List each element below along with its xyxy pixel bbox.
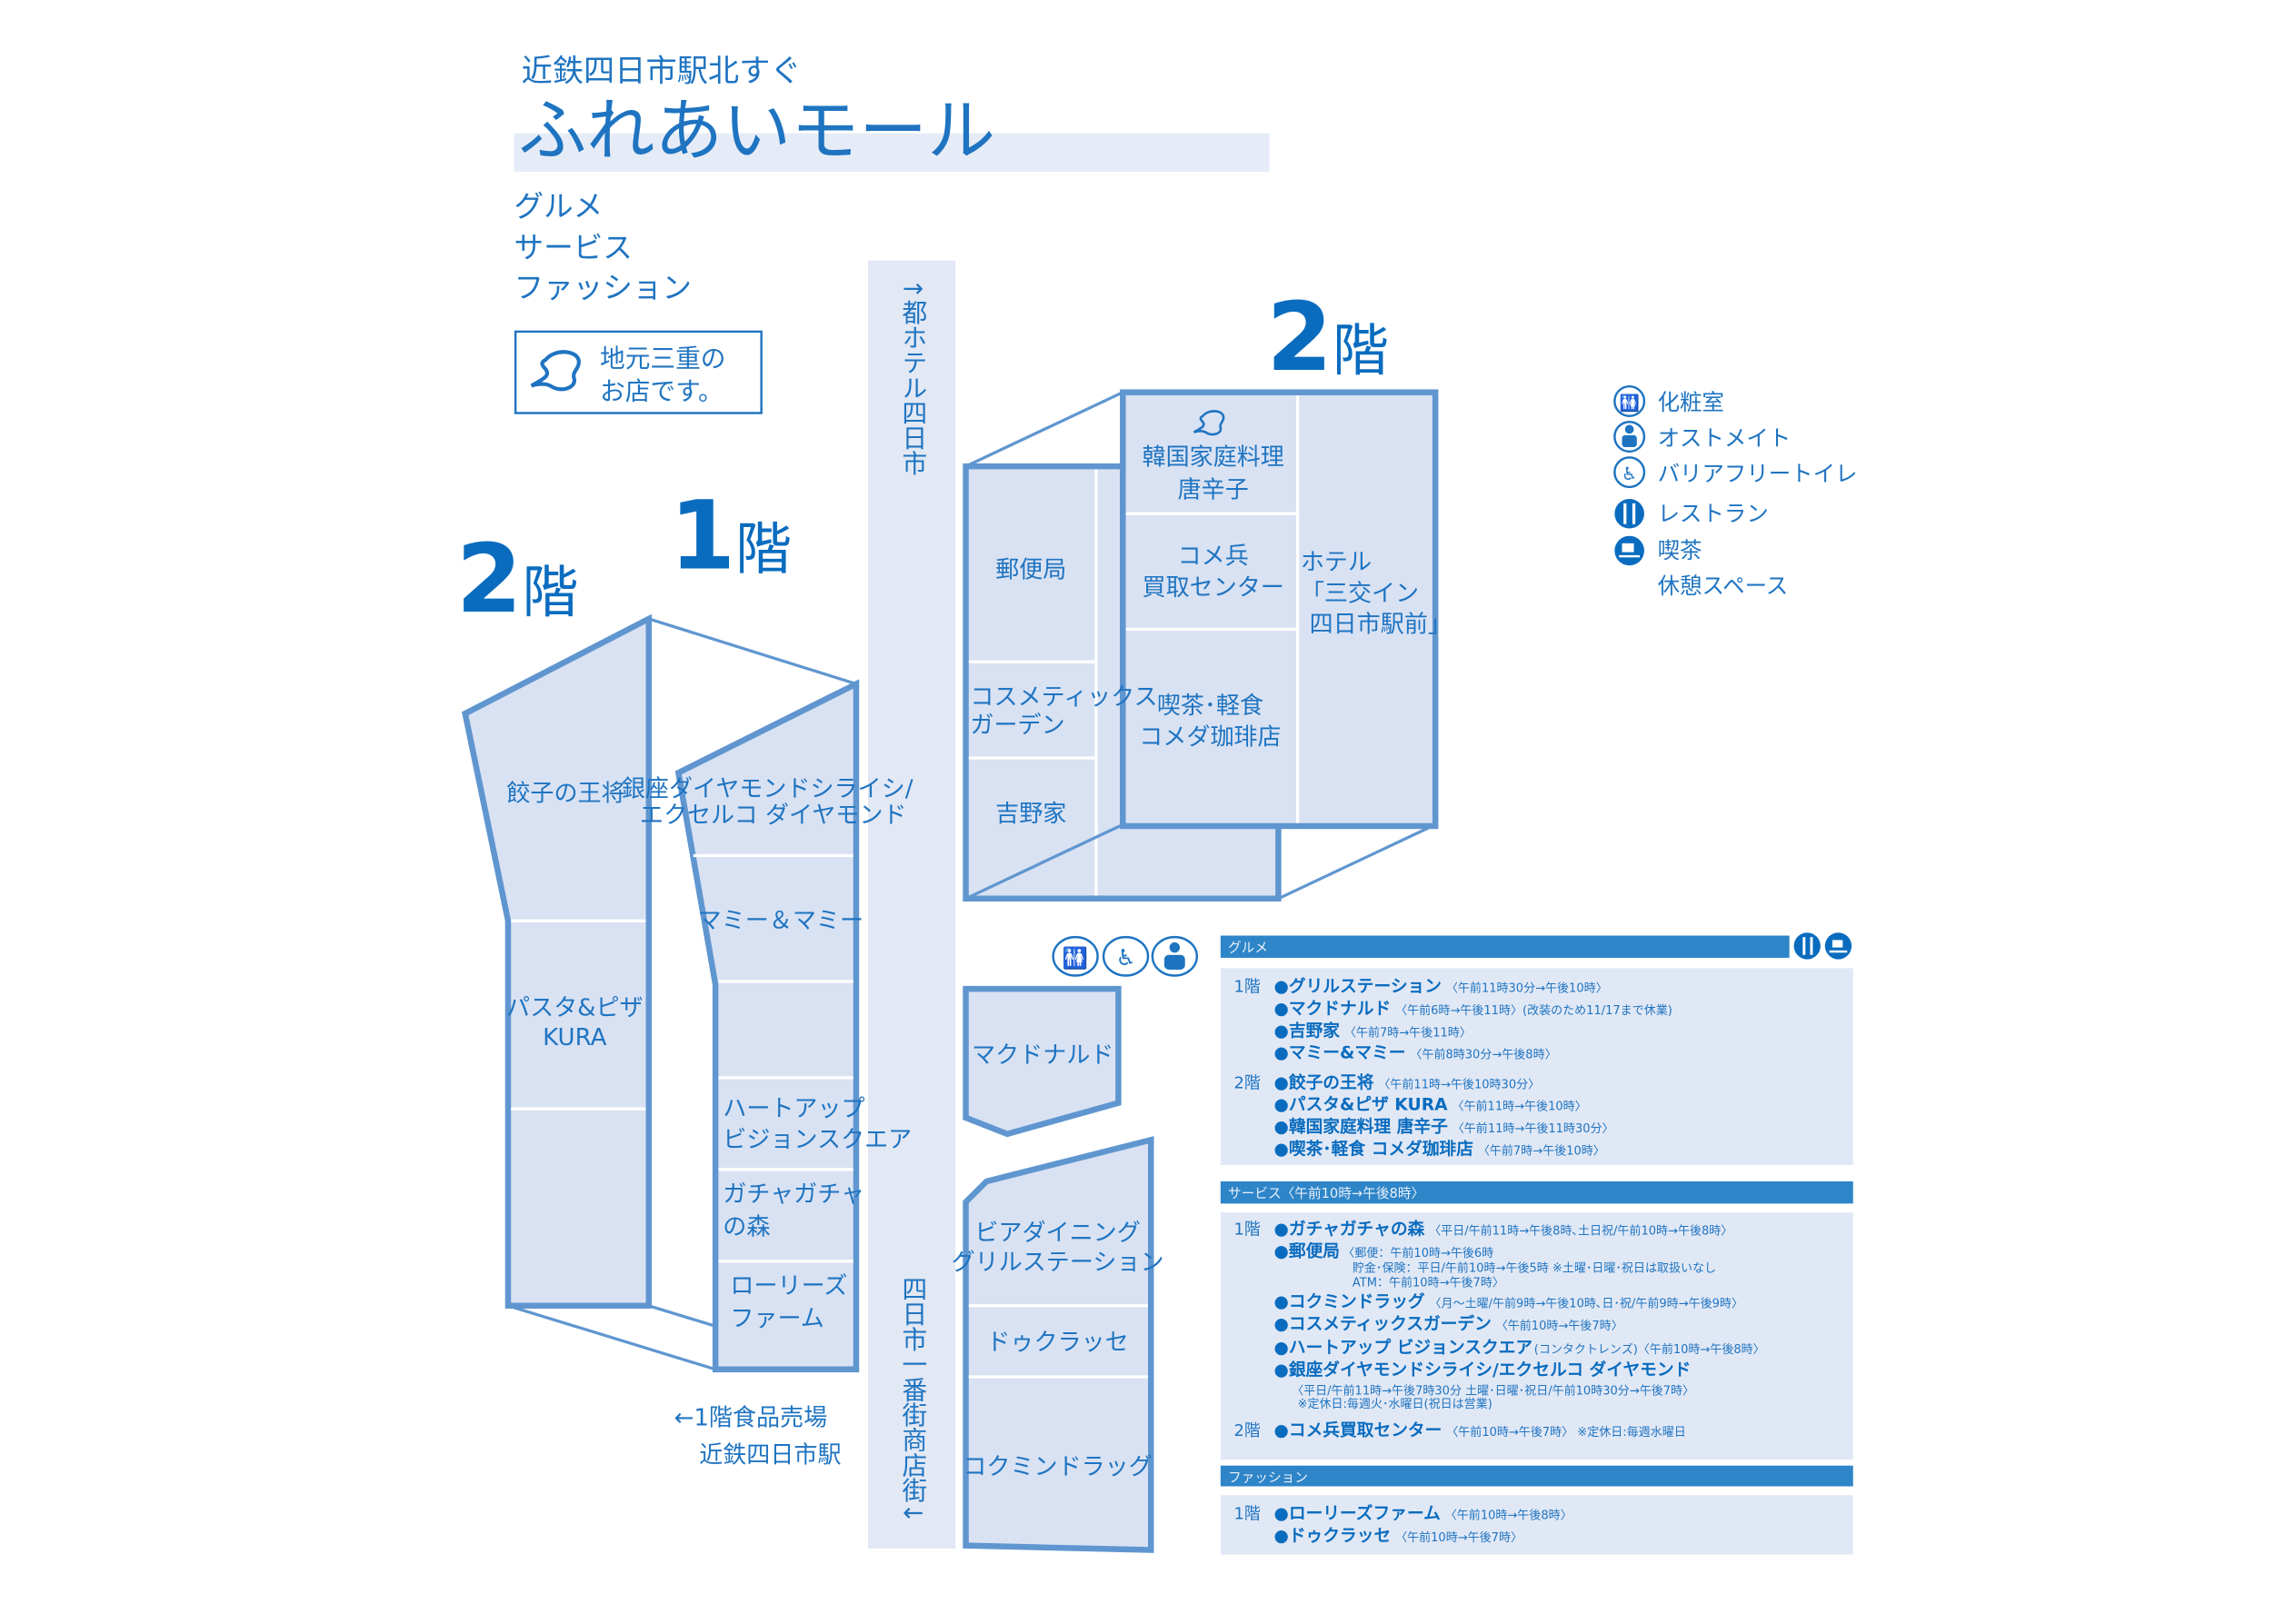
shop-yoshinoya[interactable]: 吉野家 xyxy=(995,801,1066,828)
shop-douxclasse[interactable]: ドゥクラッセ xyxy=(986,1330,1128,1357)
road-north-label: ↑都ホテル四日市 xyxy=(897,278,927,475)
svg-text:🚻: 🚻 xyxy=(1063,946,1088,971)
right-2f-front-block xyxy=(1120,389,1439,830)
right-1f-south-block xyxy=(963,1136,1154,1553)
page-title: ふれあいモール xyxy=(518,90,995,170)
legend: 🚻 化粧室 オストメイト ♿ バリアフリートイレ レストラン 喫茶 休憩スペース xyxy=(1613,384,1858,599)
floor-label: 1階 xyxy=(1234,977,1261,996)
list-item[interactable]: ●コメ兵買取センター〈午前10時→午後7時〉 ※定休日:毎週水曜日 xyxy=(1274,1421,1686,1440)
shop-gachagacha[interactable]: ガチャガチャの森 xyxy=(723,1181,864,1241)
floor-label-1f: 1階 xyxy=(670,481,793,592)
list-item[interactable]: ●コスメティックスガーデン〈午前10時→午後7時〉 xyxy=(1274,1314,1623,1334)
list-item[interactable]: ●ドゥクラッセ〈午前10時→午後7時〉 xyxy=(1274,1527,1522,1546)
list-item[interactable]: ●銀座ダイヤモンドシライシ/エクセルコ ダイヤモンド xyxy=(1274,1360,1692,1380)
local-note-box xyxy=(514,330,763,414)
legend-label: 喫茶 xyxy=(1658,537,1702,563)
list-item[interactable]: ●コクミンドラッグ〈月～土曜/午前9時→午後10時､日･祝/午前9時→午後9時〉 xyxy=(1274,1291,1743,1311)
ostomate-facility-icon xyxy=(1151,935,1199,977)
list-item-note: 貯金･保険：平日/午前10時→午後5時 ※土曜･日曜･祝日は取扱いなし xyxy=(1353,1260,1716,1275)
shop-gyoza-ohsho[interactable]: 餃子の王将 xyxy=(506,780,624,807)
shop-mammy[interactable]: マミー＆マミー xyxy=(698,907,863,934)
shop-grill-station[interactable]: ビアダイニンググリルステーション xyxy=(952,1220,1164,1277)
list-item[interactable]: ●ハートアップ ビジョンスクエア(コンタクトレンズ)〈午前10時→午後8時〉 xyxy=(1274,1338,1765,1358)
ostomate-icon xyxy=(1613,421,1646,453)
shop-komehyo[interactable]: コメ兵買取センター xyxy=(1143,543,1284,602)
section-title: サービス〈午前10時→午後8時〉 xyxy=(1228,1186,1424,1201)
local-note-line2: お店です。 xyxy=(600,376,724,406)
floor-label: 1階 xyxy=(1234,1504,1261,1523)
legend-label: バリアフリートイレ xyxy=(1658,460,1858,486)
list-item[interactable]: ●マミー&マミー〈午前8時30分→午後8時〉 xyxy=(1274,1044,1557,1063)
wheelchair-facility-icon: ♿ xyxy=(1102,935,1150,977)
shop-mcdonalds-block[interactable] xyxy=(963,985,1122,1138)
svg-text:♿: ♿ xyxy=(1116,944,1136,971)
road-south-label: 四日市一番街商店街↓ xyxy=(897,1276,927,1523)
directory-gourmet: グルメ 1階 ●グリルステーション〈午前11時30分→午後10時〉 ●マクドナル… xyxy=(1220,932,1853,1166)
list-item-note: ※定休日:毎週火･水曜日(祝日は営業) xyxy=(1298,1397,1492,1411)
floor-label: 2階 xyxy=(1234,1421,1261,1440)
exit-note: ←1階食品売場近鉄四日市駅 xyxy=(674,1405,842,1470)
local-note-line1: 地元三重の xyxy=(600,344,725,374)
list-item[interactable]: ●郵便局〈郵便：午前10時→午後6時 xyxy=(1274,1241,1494,1261)
svg-text:🚻: 🚻 xyxy=(1619,394,1639,413)
list-item[interactable]: ●韓国家庭料理 唐辛子〈午前11時→午後11時30分〉 xyxy=(1274,1117,1614,1137)
legend-label: 休憩スペース xyxy=(1658,573,1789,599)
shop-ginza-diamond[interactable]: 銀座ダイヤモンドシライシ/エクセルコ ダイヤモンド xyxy=(622,775,913,829)
list-item[interactable]: ●ローリーズファーム〈午前10時→午後8時〉 xyxy=(1274,1503,1572,1523)
right-2f-building: 郵便局 コスメティックスガーデン 吉野家 韓国家庭料理唐辛子 コメ兵買取センター… xyxy=(963,389,1452,902)
title-band xyxy=(514,133,1270,172)
shop-kokumin-drug[interactable]: コクミンドラッグ xyxy=(963,1453,1152,1480)
category-service: サービス xyxy=(514,230,632,264)
right-1f-building: 🚻 ♿ マクドナルド ビアダイニンググリルステーション ドゥクラッセ コクミンド… xyxy=(952,935,1199,1553)
shop-mcdonalds[interactable]: マクドナルド xyxy=(972,1042,1113,1070)
cafe-icon xyxy=(1824,932,1852,960)
restroom-icon: 🚻 xyxy=(1613,384,1646,417)
restaurant-icon xyxy=(1614,498,1644,529)
hotel-sanco-inn[interactable]: ホテル「三交イン四日市駅前」 xyxy=(1301,549,1452,638)
shop-cosmetics-garden[interactable]: コスメティックスガーデン xyxy=(970,683,1157,739)
list-item[interactable]: ●グリルステーション〈午前11時30分→午後10時〉 xyxy=(1274,976,1608,996)
legend-label: 化粧室 xyxy=(1658,389,1724,415)
shop-post-office[interactable]: 郵便局 xyxy=(995,556,1066,583)
shop-heartup[interactable]: ハートアップビジョンスクエア xyxy=(723,1095,912,1153)
floor-label-left-2f: 2階 xyxy=(456,523,579,634)
cafe-icon xyxy=(1614,535,1644,566)
legend-label: レストラン xyxy=(1658,500,1769,526)
list-item[interactable]: ●パスタ&ピザ KURA〈午前11時→午後10時〉 xyxy=(1274,1096,1587,1115)
floor-label: 2階 xyxy=(1234,1073,1261,1092)
directory-fashion: ファッション 1階 ●ローリーズファーム〈午前10時→午後8時〉 ●ドゥクラッセ… xyxy=(1220,1465,1853,1555)
restaurant-icon xyxy=(1793,932,1821,960)
shop-komeda[interactable]: 喫茶･軽食コメダ珈琲店 xyxy=(1139,692,1281,751)
category-fashion: ファッション xyxy=(514,270,692,304)
wheelchair-icon: ♿ xyxy=(1613,456,1646,489)
category-gourmet: グルメ xyxy=(514,189,603,224)
header: 近鉄四日市駅北すぐ ふれあいモール グルメ サービス ファッション 地元三重の … xyxy=(514,54,1270,414)
section-title: ファッション xyxy=(1228,1470,1308,1486)
list-item[interactable]: ●喫茶･軽食 コメダ珈琲店〈午前7時→午後10時〉 xyxy=(1274,1140,1605,1160)
list-item-note: ATM：午前10時→午後7時〉 xyxy=(1353,1276,1504,1290)
road xyxy=(867,260,956,1549)
floor-label-right-2f: 2階 xyxy=(1266,282,1389,393)
shop-korean-togarashi[interactable]: 韓国家庭料理唐辛子 xyxy=(1143,444,1284,504)
list-item[interactable]: ●餃子の王将〈午前11時→午後10時30分〉 xyxy=(1274,1072,1541,1092)
list-item[interactable]: ●マクドナルド〈午前6時→午後11時〉(改装のため11/17まで休業) xyxy=(1274,1000,1672,1019)
directory-service: サービス〈午前10時→午後8時〉 1階 ●ガチャガチャの森〈平日/午前11時→午… xyxy=(1220,1181,1853,1460)
legend-label: オストメイト xyxy=(1658,424,1792,451)
restroom-facility-icon: 🚻 xyxy=(1052,935,1099,977)
list-item[interactable]: ●ガチャガチャの森〈平日/午前11時→午後8時､土日祝/午前10時→午後8時〉 xyxy=(1274,1220,1733,1240)
left-2f-block xyxy=(462,613,653,1310)
svg-text:♿: ♿ xyxy=(1622,463,1638,484)
list-item[interactable]: ●吉野家〈午前7時→午後11時〉 xyxy=(1274,1021,1472,1041)
floor-label: 1階 xyxy=(1234,1220,1261,1240)
shop-lowrys-farm[interactable]: ローリーズファーム xyxy=(730,1273,847,1333)
list-item-note: 〈平日/午前11時→午後7時30分 土曜･日曜･祝日/午前10時30分→午後7時… xyxy=(1292,1384,1694,1399)
mie-local-icon xyxy=(532,352,579,389)
subtitle: 近鉄四日市駅北すぐ xyxy=(522,54,802,90)
section-title: グルメ xyxy=(1228,940,1268,955)
